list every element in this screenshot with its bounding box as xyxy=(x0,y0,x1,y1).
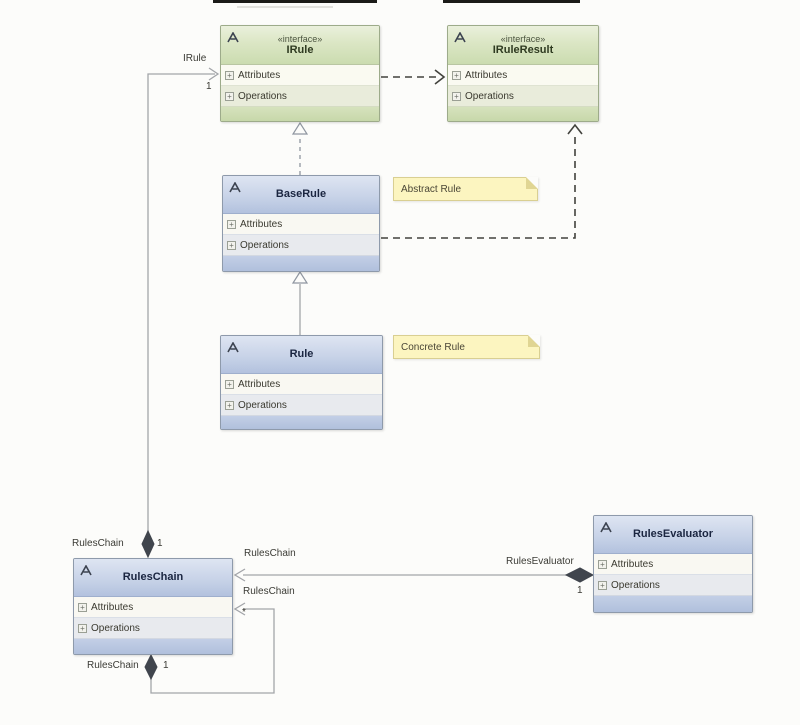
multiplicity-label: 1 xyxy=(206,81,212,92)
class-rulesevaluator[interactable]: RulesEvaluator Attributes Operations xyxy=(593,515,753,613)
class-iruleresult[interactable]: «interface» IRuleResult Attributes Opera… xyxy=(447,25,599,122)
class-baserule[interactable]: BaseRule Attributes Operations xyxy=(222,175,380,272)
class-footer xyxy=(223,256,379,271)
operations-row[interactable]: Operations xyxy=(223,235,379,256)
expander-icon[interactable] xyxy=(452,91,461,101)
class-footer xyxy=(448,107,598,121)
expander-icon[interactable] xyxy=(225,70,234,80)
class-icon xyxy=(600,522,612,533)
cropped-text-smudge xyxy=(237,6,333,8)
attributes-row[interactable]: Attributes xyxy=(448,65,598,86)
class-icon xyxy=(80,565,92,576)
class-header: «interface» IRule xyxy=(221,26,379,65)
class-title: BaseRule xyxy=(275,188,327,200)
class-rule[interactable]: Rule Attributes Operations xyxy=(220,335,383,430)
expander-icon[interactable] xyxy=(598,559,607,569)
class-header: RulesEvaluator xyxy=(594,516,752,554)
inheritance-rule-to-baserule[interactable] xyxy=(291,270,309,335)
class-header: BaseRule xyxy=(223,176,379,214)
class-title: Rule xyxy=(289,348,314,360)
class-footer xyxy=(221,107,379,121)
operations-row[interactable]: Operations xyxy=(594,575,752,596)
class-icon xyxy=(227,32,239,43)
attributes-row[interactable]: Attributes xyxy=(223,214,379,235)
association-rulesevaluator-to-ruleschain[interactable] xyxy=(233,567,595,583)
cropped-text-bar xyxy=(213,0,377,3)
attributes-row[interactable]: Attributes xyxy=(221,65,379,86)
expander-icon[interactable] xyxy=(598,580,607,590)
role-label-ruleschain-eval: RulesChain xyxy=(244,548,296,559)
class-icon xyxy=(454,32,466,43)
stereotype-label: «interface» xyxy=(277,33,323,44)
class-header: Rule xyxy=(221,336,382,374)
multiplicity-label: 1 xyxy=(157,538,163,549)
class-irule[interactable]: «interface» IRule Attributes Operations xyxy=(220,25,380,122)
operations-row[interactable]: Operations xyxy=(74,618,232,639)
dependency-irule-to-iruleresult[interactable] xyxy=(381,69,446,85)
note-text: Concrete Rule xyxy=(401,341,465,353)
class-footer xyxy=(74,639,232,654)
role-label-rulesevaluator: RulesEvaluator xyxy=(506,556,574,567)
class-header: «interface» IRuleResult xyxy=(448,26,598,65)
role-label-irule: IRule xyxy=(183,53,207,64)
class-icon xyxy=(229,182,241,193)
class-title: IRule xyxy=(286,43,314,56)
dependency-baserule-to-iruleresult[interactable] xyxy=(381,123,583,239)
class-footer xyxy=(594,596,752,612)
expander-icon[interactable] xyxy=(78,623,87,633)
note-fold-icon xyxy=(528,335,540,347)
class-title: RulesChain xyxy=(122,571,184,583)
attributes-row[interactable]: Attributes xyxy=(74,597,232,618)
note-fold-icon xyxy=(526,177,538,189)
expander-icon[interactable] xyxy=(227,219,236,229)
class-title: IRuleResult xyxy=(492,43,554,56)
expander-icon[interactable] xyxy=(227,240,236,250)
attributes-row[interactable]: Attributes xyxy=(594,554,752,575)
expander-icon[interactable] xyxy=(78,602,87,612)
note-concrete-rule[interactable]: Concrete Rule xyxy=(393,335,540,359)
multiplicity-label: 1 xyxy=(577,585,583,596)
class-footer xyxy=(221,416,382,429)
expander-icon[interactable] xyxy=(452,70,461,80)
attributes-row[interactable]: Attributes xyxy=(221,374,382,395)
class-ruleschain[interactable]: RulesChain Attributes Operations xyxy=(73,558,233,655)
operations-row[interactable]: Operations xyxy=(221,395,382,416)
multiplicity-label: * xyxy=(242,607,246,618)
note-text: Abstract Rule xyxy=(401,183,462,195)
operations-row[interactable]: Operations xyxy=(448,86,598,107)
note-abstract-rule[interactable]: Abstract Rule xyxy=(393,177,538,201)
class-icon xyxy=(227,342,239,353)
realization-baserule-to-irule[interactable] xyxy=(291,121,309,175)
expander-icon[interactable] xyxy=(225,400,234,410)
cropped-text-bar xyxy=(443,0,580,3)
class-header: RulesChain xyxy=(74,559,232,597)
role-label-ruleschain-bottom: RulesChain xyxy=(87,660,139,671)
operations-row[interactable]: Operations xyxy=(221,86,379,107)
role-label-ruleschain-top: RulesChain xyxy=(72,538,124,549)
class-title: RulesEvaluator xyxy=(632,528,714,540)
expander-icon[interactable] xyxy=(225,91,234,101)
multiplicity-label: 1 xyxy=(163,660,169,671)
association-ruleschain-to-irule[interactable] xyxy=(141,67,220,559)
association-ruleschain-self[interactable] xyxy=(144,602,275,694)
role-label-ruleschain-self: RulesChain xyxy=(243,586,295,597)
expander-icon[interactable] xyxy=(225,379,234,389)
stereotype-label: «interface» xyxy=(500,33,546,44)
